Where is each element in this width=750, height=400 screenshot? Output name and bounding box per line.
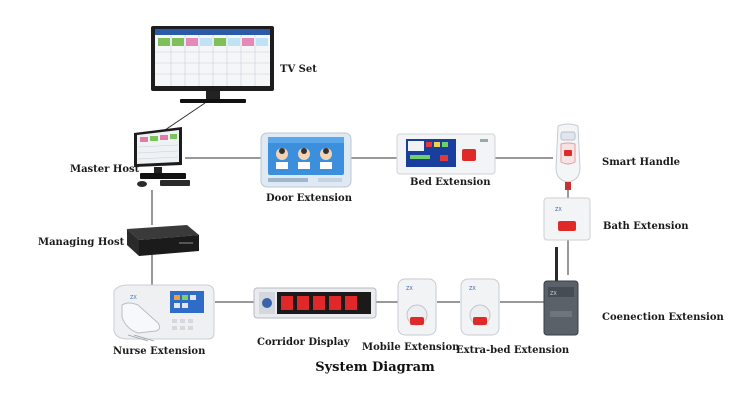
tv-set-icon	[151, 26, 274, 103]
nurse-extension-label: Nurse Extension	[113, 346, 206, 357]
extra-bed-extension-label: Extra-bed Extension	[456, 345, 570, 356]
door-extension-label: Door Extension	[266, 193, 352, 204]
mobile-extension-label: Mobile Extension	[362, 342, 460, 353]
connection-extension-label: Coenection Extension	[602, 312, 724, 323]
master-host-label: Master Host	[70, 164, 140, 175]
diagram-title: System Diagram	[315, 360, 435, 375]
nurse-extension-icon: ZX	[113, 284, 215, 342]
smart-handle-label: Smart Handle	[602, 157, 681, 168]
svg-text:ZX: ZX	[550, 291, 557, 297]
bath-extension-label: Bath Extension	[603, 221, 689, 232]
corridor-display-icon	[253, 287, 377, 319]
svg-text:ZX: ZX	[469, 286, 476, 292]
master-host-icon	[134, 127, 190, 187]
managing-host-icon	[127, 225, 199, 256]
svg-text:ZX: ZX	[555, 207, 562, 213]
bed-extension-icon	[396, 133, 496, 175]
mobile-extension-icon: ZX	[397, 278, 437, 336]
smart-handle-icon	[555, 123, 581, 190]
bath-extension-icon: ZX	[543, 197, 591, 241]
tv-set-label: TV Set	[280, 64, 317, 75]
corridor-display-label: Corridor Display	[257, 337, 350, 348]
door-extension-icon	[260, 132, 352, 188]
svg-text:ZX: ZX	[406, 286, 413, 292]
managing-host-label: Managing Host	[38, 237, 125, 248]
extra-bed-extension-icon: ZX	[460, 278, 500, 336]
connection-extension-icon: ZX	[543, 247, 579, 336]
bed-extension-label: Bed Extension	[410, 177, 491, 188]
svg-text:ZX: ZX	[130, 295, 137, 301]
